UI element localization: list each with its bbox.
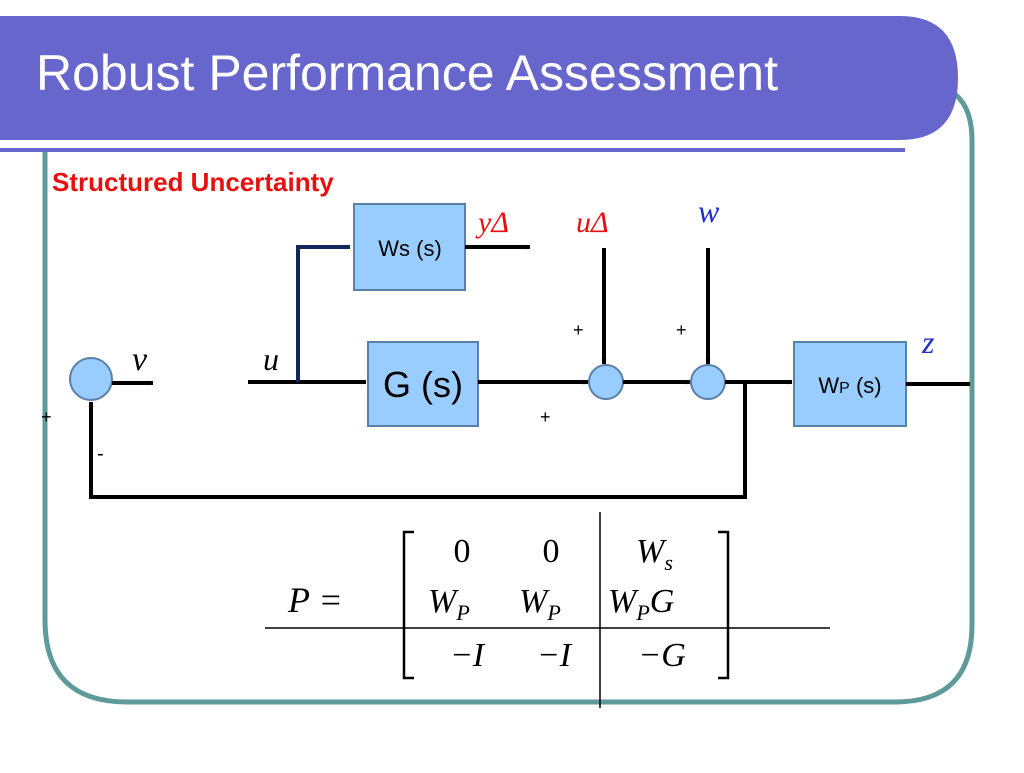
- sum-junction-2: [690, 364, 726, 400]
- wp-label-main: W: [818, 373, 839, 398]
- cell-r2c1: WP: [428, 583, 470, 625]
- sign-sum1-left: +: [540, 407, 551, 427]
- r2c3-sub: P: [635, 600, 649, 625]
- right-bracket: [718, 530, 730, 680]
- cell-r2c2: WP: [519, 583, 561, 625]
- p-matrix-equation: P = 0 0 Ws WP WP WPG −I −I −G: [265, 512, 830, 708]
- left-bracket: [402, 530, 414, 680]
- ws-block-label: Ws (s): [378, 236, 442, 261]
- signal-u: u: [263, 341, 279, 377]
- r1c3-main: W: [636, 533, 667, 570]
- g-block: [367, 341, 479, 427]
- signal-u-delta: uΔ: [576, 206, 609, 239]
- wp-label-rest: (s): [850, 373, 882, 398]
- r2c3-g: G: [650, 583, 675, 620]
- wp-block: [793, 341, 907, 427]
- sign-feedback-plus: +: [41, 407, 52, 427]
- sign-feedback-minus: -: [97, 443, 104, 465]
- ws-block: [353, 203, 466, 291]
- cell-r2c3: WPG: [608, 583, 674, 625]
- signal-y-delta: yΔ: [475, 206, 509, 239]
- slide-subtitle: Structured Uncertainty: [52, 167, 334, 197]
- equation-lhs: P =: [287, 580, 343, 620]
- sum-junction-1: [588, 364, 624, 400]
- r1c3-sub: s: [664, 550, 673, 575]
- header-banner: [0, 16, 958, 140]
- cell-r1c1: 0: [454, 533, 471, 570]
- cell-r3c1: −I: [450, 637, 486, 674]
- feedback-sum-junction: [69, 357, 113, 401]
- cell-r3c2: −I: [537, 637, 573, 674]
- r2c2-sub: P: [546, 600, 560, 625]
- r2c1-main: W: [428, 583, 459, 620]
- cell-r3c3: −G: [638, 637, 686, 674]
- signal-v: v: [132, 341, 148, 378]
- signal-z: z: [921, 324, 935, 360]
- cell-r1c2: 0: [543, 533, 560, 570]
- r2c1-sub: P: [455, 600, 469, 625]
- u-branch-to-ws: [296, 244, 351, 382]
- wp-label-sub: P: [839, 380, 850, 397]
- r2c3-main: W: [608, 583, 639, 620]
- wp-block-label: WP (s): [818, 373, 881, 398]
- slide-title: Robust Performance Assessment: [36, 45, 778, 101]
- r2c2-main: W: [519, 583, 550, 620]
- feedback-path: [88, 382, 747, 499]
- g-block-label: G (s): [383, 364, 463, 405]
- sign-sum2-top: +: [676, 320, 687, 340]
- slide-frame: [42, 85, 975, 705]
- lhs-text: P =: [287, 580, 343, 620]
- signal-w: w: [698, 193, 720, 229]
- sign-sum1-top: +: [573, 320, 584, 340]
- cell-r1c3: Ws: [636, 533, 673, 575]
